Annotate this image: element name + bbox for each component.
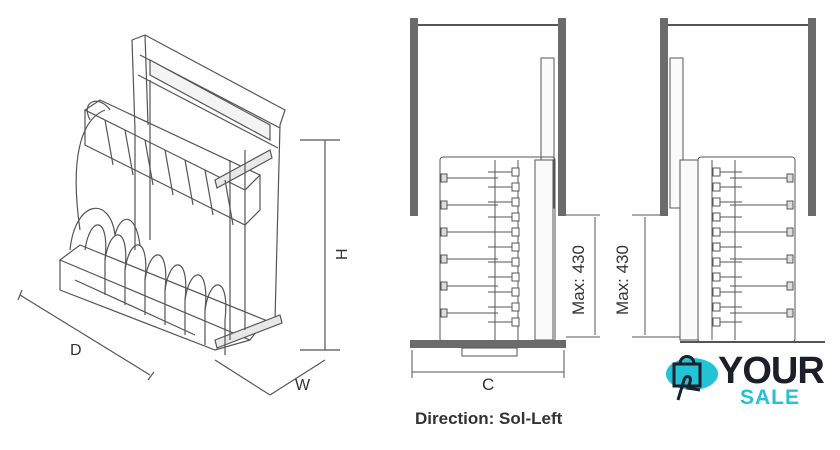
boot-holder xyxy=(184,274,207,345)
peg-cap xyxy=(511,302,520,312)
dimension-d-label: D xyxy=(70,342,82,359)
dimension-w-line xyxy=(214,359,326,396)
logo-text-your: YOUR xyxy=(718,350,825,392)
logo-text-sale: SALE xyxy=(740,386,801,409)
brand-logo: YOUR SALE xyxy=(664,350,834,412)
peg-cap xyxy=(712,182,721,192)
boot-holder xyxy=(104,234,127,305)
hanger-clip xyxy=(786,200,794,210)
boot-holder xyxy=(204,284,227,355)
hanger-bar xyxy=(104,119,114,166)
peg-cap xyxy=(712,317,721,327)
hanger-bar xyxy=(124,129,134,176)
peg-cap xyxy=(511,317,520,327)
hanger-clip xyxy=(440,227,448,237)
hanger-bar xyxy=(144,139,154,186)
peg-cap xyxy=(511,257,520,267)
hanger-bar xyxy=(164,149,174,196)
hanger-clip xyxy=(786,254,794,264)
peg-cap xyxy=(511,212,520,222)
peg-cap xyxy=(712,257,721,267)
peg-cap xyxy=(712,212,721,222)
hanger-clip xyxy=(786,227,794,237)
dimension-d-line xyxy=(19,294,151,376)
peg-cap xyxy=(511,272,520,282)
front-view-left xyxy=(410,18,600,378)
peg-cap xyxy=(712,272,721,282)
peg-cap xyxy=(712,287,721,297)
boot-holder xyxy=(84,224,107,295)
peg-cap xyxy=(511,167,520,177)
peg-cap xyxy=(511,182,520,192)
hanger-bar xyxy=(224,179,234,226)
dimension-w-label: W xyxy=(295,377,311,394)
peg-cap xyxy=(712,242,721,252)
peg-cap xyxy=(511,287,520,297)
hanger-clip xyxy=(440,308,448,318)
max-height-label-right: Max: 430 xyxy=(613,245,632,315)
direction-caption: Direction: Sol-Left xyxy=(415,409,563,428)
max-height-label-left: Max: 430 xyxy=(569,245,588,315)
peg-cap xyxy=(712,197,721,207)
hanger-clip xyxy=(786,173,794,183)
hanger-clip xyxy=(786,308,794,318)
hanger-clip xyxy=(440,173,448,183)
front-view-right xyxy=(632,18,825,343)
peg-cap xyxy=(511,227,520,237)
hanger-bar xyxy=(204,169,214,216)
boot-holder xyxy=(144,254,167,325)
boot-holder xyxy=(164,264,187,335)
peg-cap xyxy=(712,227,721,237)
hanger-bar xyxy=(184,159,194,206)
dimension-h-label: H xyxy=(334,248,351,260)
peg-cap xyxy=(712,302,721,312)
peg-cap xyxy=(511,197,520,207)
peg-cap xyxy=(511,242,520,252)
dimension-c-label: C xyxy=(482,375,494,394)
shopping-bag-hand-icon xyxy=(666,355,718,401)
hanger-clip xyxy=(440,281,448,291)
hanger-clip xyxy=(440,254,448,264)
hanger-clip xyxy=(786,281,794,291)
hanger-clip xyxy=(440,200,448,210)
isometric-rack-drawing xyxy=(17,34,340,396)
peg-cap xyxy=(712,167,721,177)
